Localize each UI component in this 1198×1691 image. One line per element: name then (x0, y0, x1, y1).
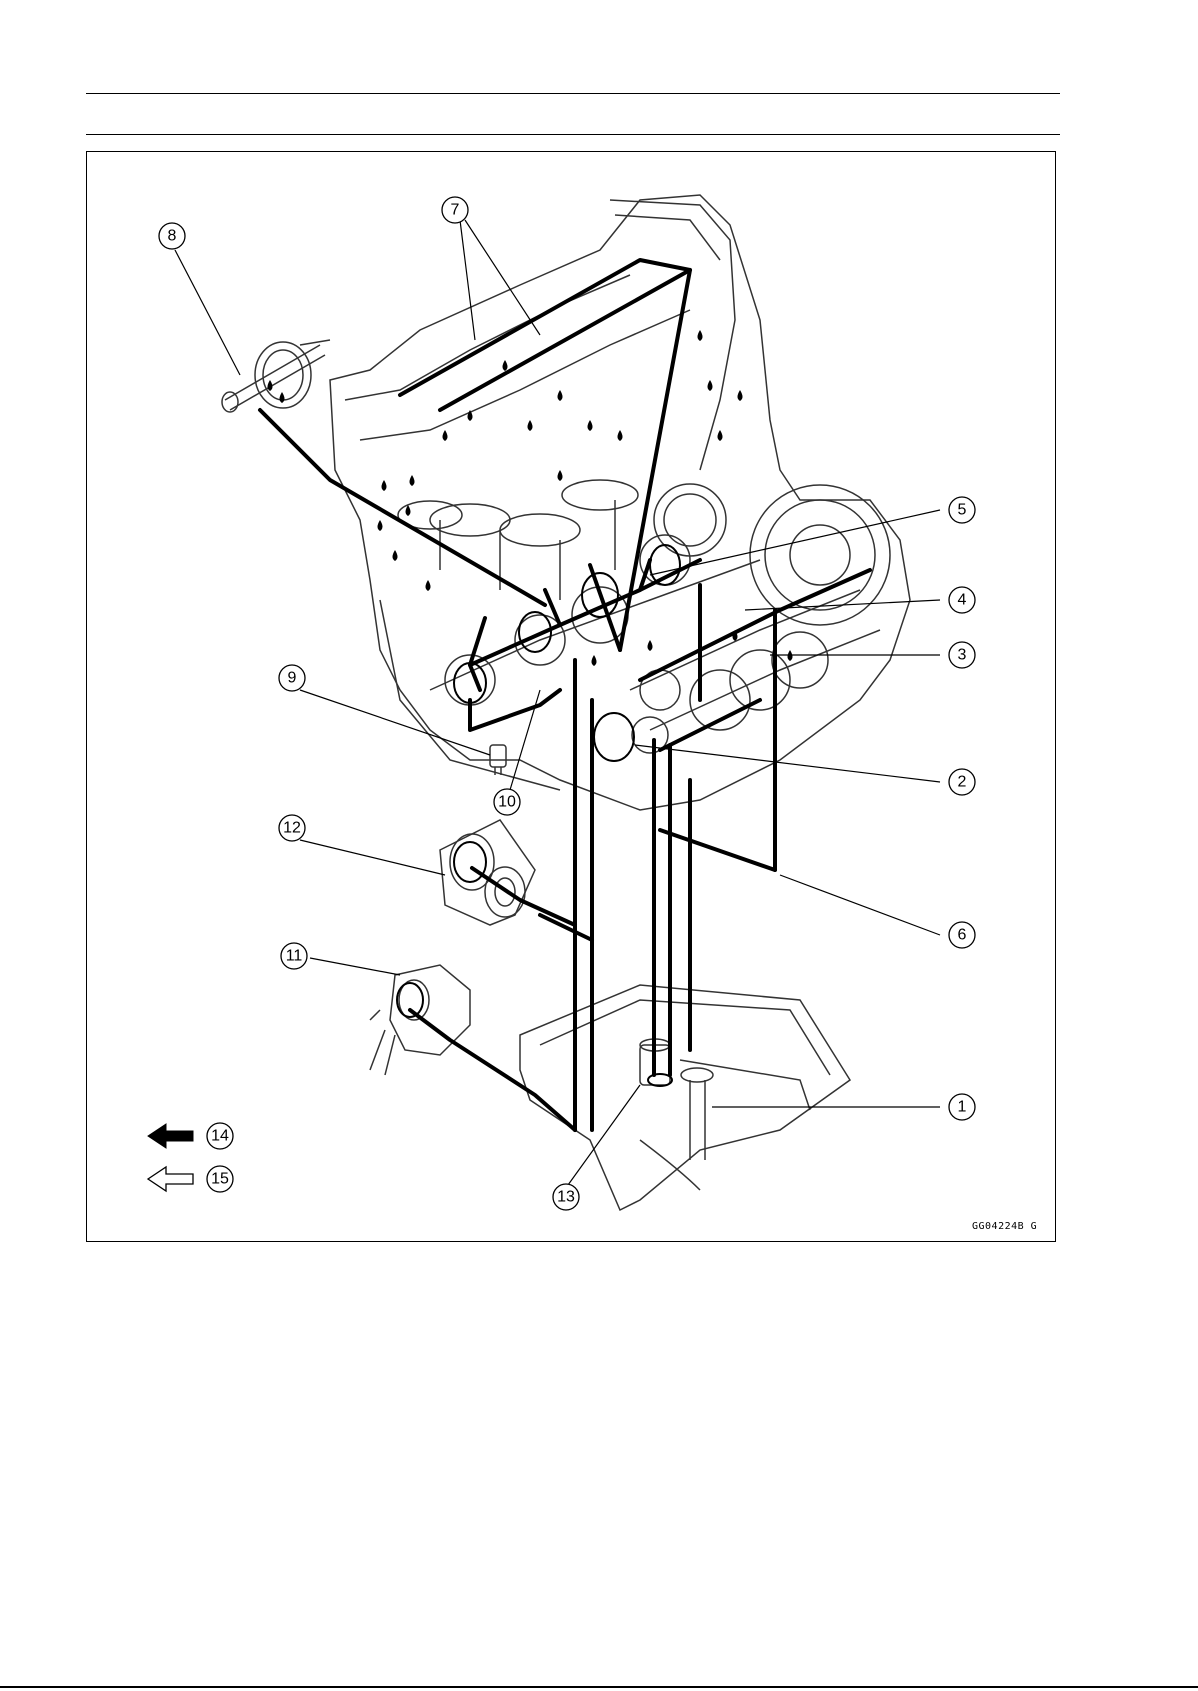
svg-text:3: 3 (958, 647, 967, 664)
leader-5 (650, 510, 940, 575)
svg-text:15: 15 (211, 1171, 229, 1188)
oil-cooler-part (370, 965, 470, 1075)
leader-11 (310, 958, 400, 975)
svg-text:9: 9 (288, 670, 297, 687)
callout-7: 7 (442, 197, 468, 223)
leader-10 (510, 690, 540, 790)
callout-13: 13 (553, 1184, 579, 1210)
leader-7a (460, 220, 475, 340)
callout-2: 2 (949, 769, 975, 795)
oil-filter-part (440, 820, 535, 925)
svg-text:14: 14 (211, 1128, 229, 1145)
callout-15: 15 (207, 1166, 233, 1192)
svg-text:4: 4 (958, 592, 967, 609)
callout-3: 3 (949, 642, 975, 668)
balancer-shaft-part (222, 340, 330, 412)
svg-text:2: 2 (958, 774, 967, 791)
callout-10: 10 (494, 789, 520, 815)
leader-8 (175, 250, 240, 375)
leader-6 (780, 875, 940, 935)
svg-text:6: 6 (958, 927, 967, 944)
leader-7b (465, 220, 540, 335)
figure-code: GG04224B G (972, 1221, 1037, 1232)
engine-drawing (330, 195, 910, 1210)
callout-8: 8 (159, 223, 185, 249)
svg-text:1: 1 (958, 1099, 967, 1116)
oil-drops (268, 330, 793, 666)
leader-13 (568, 1085, 640, 1185)
callout-11: 11 (281, 943, 307, 969)
callout-9: 9 (279, 665, 305, 691)
svg-text:12: 12 (283, 820, 301, 837)
oil-entry-rings (397, 545, 680, 1086)
svg-text:10: 10 (498, 794, 516, 811)
leader-4 (745, 600, 940, 610)
oil-flow-paths (260, 260, 870, 1130)
callouts: 1 2 3 4 5 6 7 8 9 10 11 12 13 14 15 (159, 197, 975, 1210)
svg-text:11: 11 (286, 948, 303, 965)
callout-14: 14 (207, 1123, 233, 1149)
svg-text:5: 5 (958, 502, 967, 519)
svg-text:7: 7 (451, 202, 460, 219)
leader-12 (300, 840, 445, 875)
leader-2 (635, 745, 940, 782)
callout-6: 6 (949, 922, 975, 948)
svg-text:13: 13 (557, 1189, 575, 1206)
page-bottom-rule (0, 1686, 1198, 1688)
callout-4: 4 (949, 587, 975, 613)
solid-arrow-left-icon (148, 1124, 193, 1148)
callout-12: 12 (279, 815, 305, 841)
svg-text:8: 8 (168, 228, 177, 245)
callout-5: 5 (949, 497, 975, 523)
callout-1: 1 (949, 1094, 975, 1120)
hollow-arrow-left-icon (148, 1167, 193, 1191)
